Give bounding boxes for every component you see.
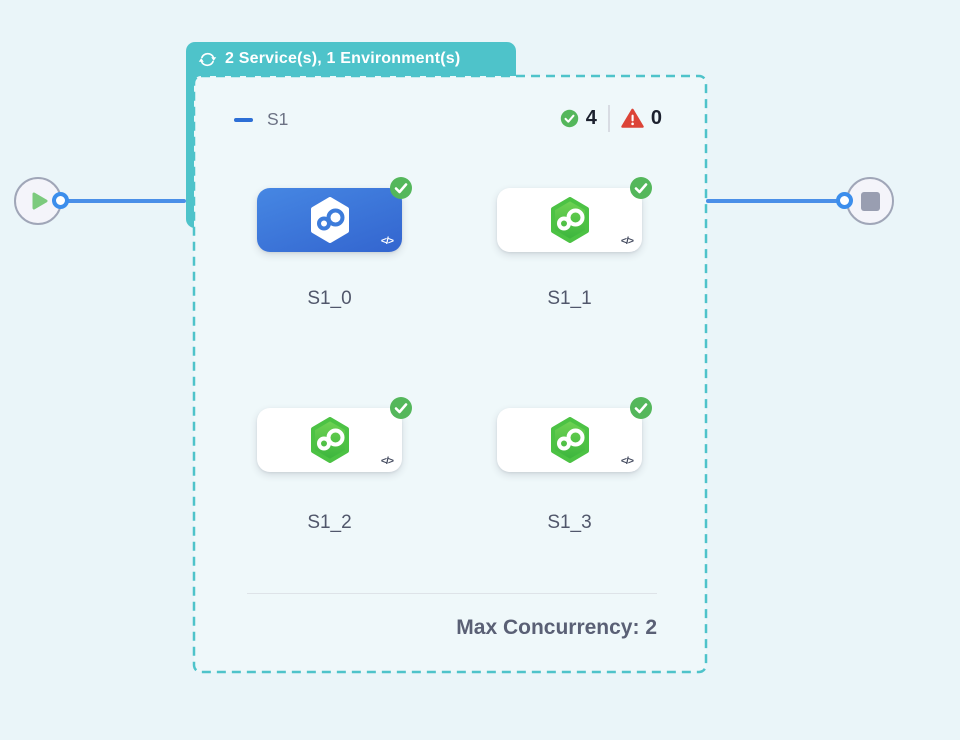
max-concurrency-label: Max Concurrency: 2	[456, 616, 657, 639]
warning-triangle-icon	[621, 108, 644, 128]
service-hexagon-icon	[550, 417, 589, 463]
connector-line-right	[706, 199, 845, 203]
service-hexagon-icon	[310, 197, 349, 243]
footer-divider	[247, 593, 657, 594]
service-hexagon-icon	[310, 417, 349, 463]
success-badge-icon	[390, 397, 412, 419]
failed-count: 0	[650, 107, 662, 129]
success-count: 4	[585, 107, 597, 129]
service-card-s1-3[interactable]: </>	[497, 397, 652, 472]
service-card-s1-0[interactable]: </>	[257, 177, 412, 252]
service-label: S1_3	[547, 512, 592, 533]
end-node[interactable]	[846, 177, 894, 225]
service-card-s1-1[interactable]: </>	[497, 177, 652, 252]
code-icon: </>	[380, 455, 394, 467]
stage-group-badge-label: 2 Service(s), 1 Environment(s)	[225, 50, 461, 67]
service-label: S1_1	[547, 288, 592, 309]
code-icon: </>	[380, 235, 394, 247]
stage-panel: S1 4 0 </>	[194, 76, 706, 672]
service-label: S1_0	[307, 288, 352, 309]
stage-status-summary: 4 0	[560, 105, 662, 132]
stage-group-badge[interactable]: 2 Service(s), 1 Environment(s)	[186, 42, 516, 76]
success-badge-icon	[390, 177, 412, 199]
connector-point-end[interactable]	[836, 192, 853, 209]
collapse-icon[interactable]	[234, 117, 253, 122]
success-badge-icon	[630, 177, 652, 199]
loop-icon	[198, 52, 217, 66]
service-hexagon-icon	[550, 197, 589, 243]
status-divider	[607, 105, 610, 132]
code-icon: </>	[620, 235, 634, 247]
connector-line-left	[60, 199, 186, 203]
stage-name: S1	[267, 109, 289, 129]
service-label: S1_2	[307, 512, 352, 533]
play-icon	[32, 192, 47, 210]
code-icon: </>	[620, 455, 634, 467]
stage-header: S1	[234, 109, 288, 130]
check-circle-icon	[560, 109, 578, 128]
stop-icon	[860, 191, 880, 211]
success-badge-icon	[630, 397, 652, 419]
service-card-s1-2[interactable]: </>	[257, 397, 412, 472]
connector-point-start[interactable]	[52, 192, 69, 209]
